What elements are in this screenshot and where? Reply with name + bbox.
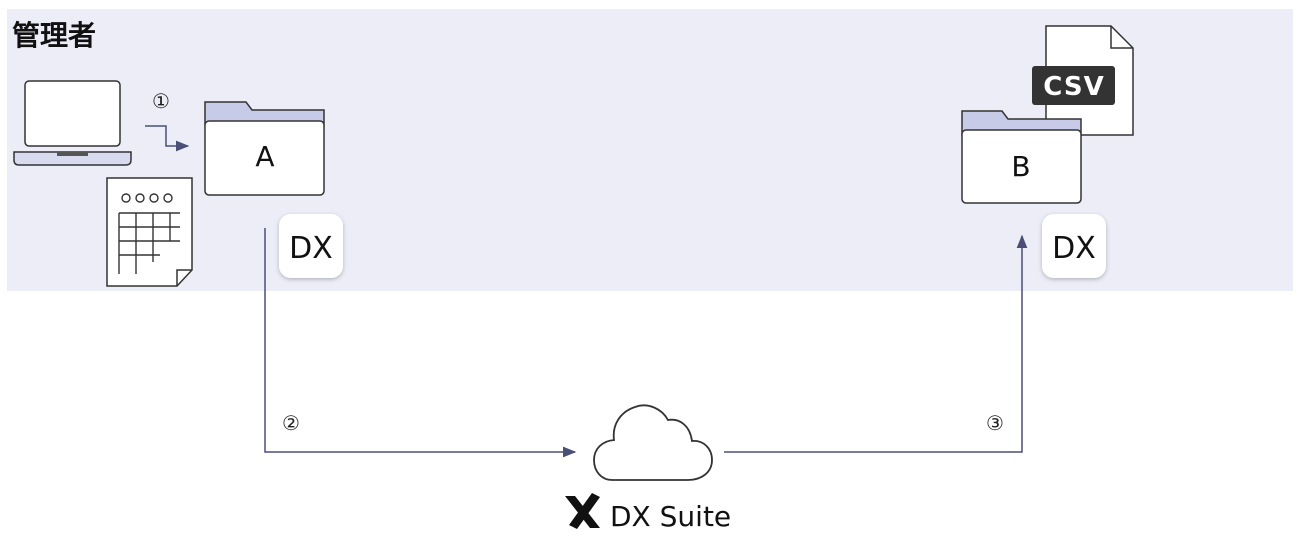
step-3-arrow — [724, 234, 1028, 453]
dx-suite-label: DX Suite — [610, 500, 731, 533]
dx-suite-logo-icon — [565, 493, 600, 529]
spreadsheet-document-icon — [106, 177, 193, 287]
folder-b-icon — [961, 110, 1082, 204]
step-1-arrow — [145, 125, 190, 152]
step-2-arrow — [264, 228, 577, 458]
folder-b-label: B — [1011, 150, 1030, 183]
admin-zone-title: 管理者 — [12, 19, 96, 52]
csv-label: CSV — [1043, 72, 1104, 102]
laptop-icon — [13, 80, 132, 166]
csv-file-icon — [1032, 25, 1134, 136]
folder-a-icon — [204, 101, 325, 196]
step-2-marker: ② — [282, 411, 300, 435]
folder-a-label: A — [255, 140, 274, 173]
dx-badge-a — [279, 214, 343, 278]
step-3-marker: ③ — [986, 411, 1004, 435]
dx-badge-a-label: DX — [289, 231, 333, 266]
dx-badge-b — [1042, 214, 1106, 278]
cloud-icon — [593, 404, 713, 481]
dx-badge-b-label: DX — [1052, 231, 1096, 266]
step-1-marker: ① — [152, 89, 170, 113]
